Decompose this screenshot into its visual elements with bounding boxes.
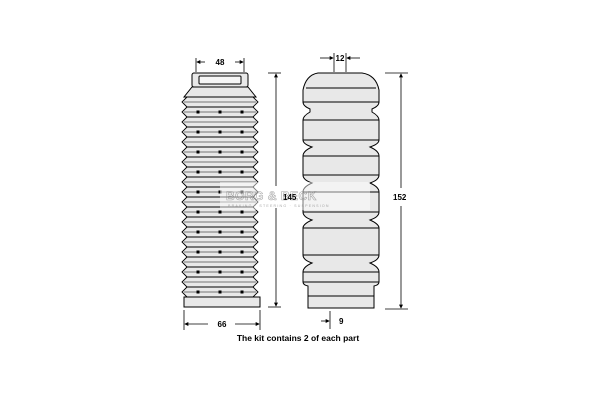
boot-vent-mark [218, 150, 222, 154]
boot-vent-mark [218, 290, 222, 294]
stop-bottom-width-label: 9 [339, 317, 344, 326]
boot-vent-mark [218, 190, 222, 194]
boot-height-label: 145 [283, 193, 297, 202]
boot-vent-mark [218, 230, 222, 234]
boot-vent-mark [196, 170, 200, 174]
boot-vent-mark [196, 150, 200, 154]
boot-vent-mark [240, 190, 244, 194]
boot-vent-mark [196, 130, 200, 134]
boot-vent-mark [240, 210, 244, 214]
dimension-stop-height [385, 72, 408, 310]
boot-vent-mark [196, 110, 200, 114]
boot-vent-mark [240, 110, 244, 114]
boot-vent-mark [240, 150, 244, 154]
boot-shoulder [182, 86, 258, 98]
dimension-stop-top-width [320, 53, 360, 72]
boot-vent-mark [218, 130, 222, 134]
boot-vent-mark [196, 290, 200, 294]
kit-caption: The kit contains 2 of each part [237, 333, 360, 343]
bump-stop-drawing [302, 72, 380, 309]
stop-top-width-label: 12 [336, 54, 345, 63]
boot-top-opening [198, 75, 242, 85]
boot-vent-mark [240, 230, 244, 234]
boot-bottom-width-label: 66 [218, 320, 227, 329]
watermark-tagline: BRAKING · STEERING · SUSPENSION [228, 204, 330, 208]
dimension-boot-bottom-width [183, 310, 261, 330]
boot-vent-mark [196, 270, 200, 274]
boot-vent-mark [240, 130, 244, 134]
boot-vent-mark [196, 230, 200, 234]
boot-vent-mark [240, 270, 244, 274]
boot-bellows [181, 96, 259, 298]
stop-height-label: 152 [393, 193, 407, 202]
dimension-boot-height [268, 72, 281, 308]
brand-watermark: BORG & BECK BRAKING · STEERING · SUSPENS… [220, 182, 370, 210]
watermark-brand: BORG & BECK [226, 189, 317, 203]
boot-top-width-label: 48 [216, 58, 225, 67]
boot-vent-mark [218, 270, 222, 274]
boot-vent-mark [196, 210, 200, 214]
boot-vent-mark [240, 290, 244, 294]
boot-bottom-cuff [183, 296, 261, 308]
watermark-backdrop [220, 182, 370, 210]
boot-vent-mark [240, 250, 244, 254]
boot-vent-mark [196, 250, 200, 254]
boot-vent-mark [218, 250, 222, 254]
dimension-boot-top-width [195, 58, 245, 72]
boot-vent-mark [218, 170, 222, 174]
dust-boot-drawing [181, 72, 261, 308]
dimension-stop-bottom-width [321, 311, 331, 329]
boot-vent-mark [218, 110, 222, 114]
boot-vent-mark [240, 170, 244, 174]
bump-stop-body [302, 72, 380, 309]
boot-vent-mark [196, 190, 200, 194]
boot-vent-mark [218, 210, 222, 214]
